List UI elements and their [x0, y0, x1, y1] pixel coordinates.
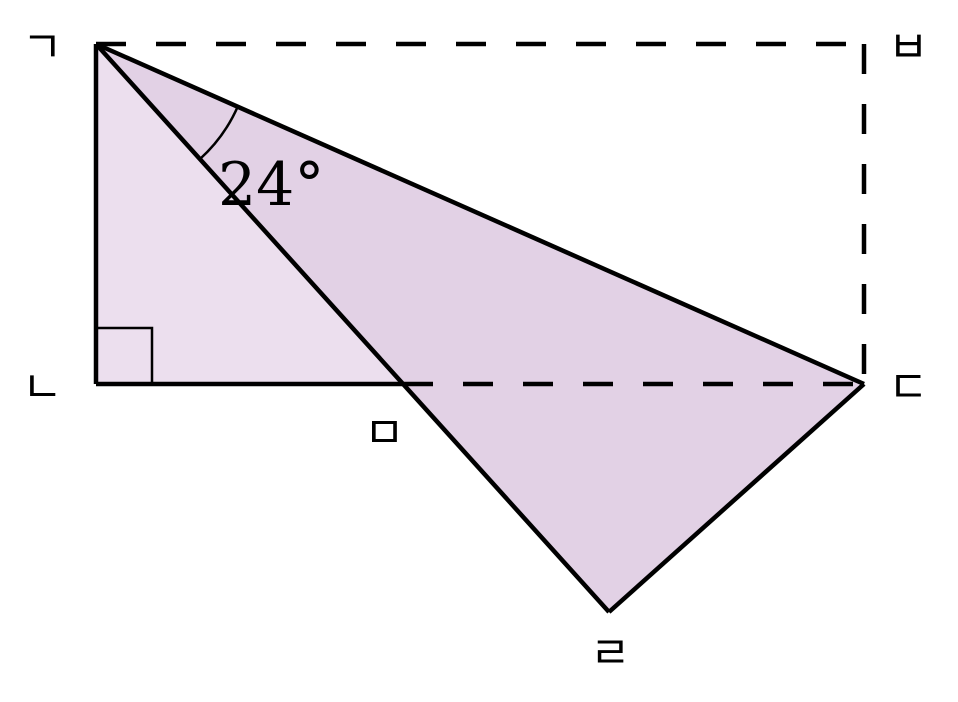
angle-arc [199, 105, 240, 160]
angle-label: 24° [218, 150, 324, 220]
vertex-label-g: ㄱ [22, 22, 62, 73]
edge-g-r [94, 42, 611, 614]
edge-r-d [607, 382, 866, 614]
vertex-label-r: ㄹ [590, 628, 630, 679]
right-angle-mark [96, 326, 154, 384]
vertex-label-b: ㅂ [888, 22, 928, 73]
vertex-label-d: ㄷ [888, 362, 928, 413]
folded-triangle-g-r-d [96, 44, 864, 612]
vertex-label-n: ㄴ [22, 362, 62, 413]
vertex-label-m: ㅁ [364, 408, 404, 459]
edge-g-d [95, 41, 865, 387]
